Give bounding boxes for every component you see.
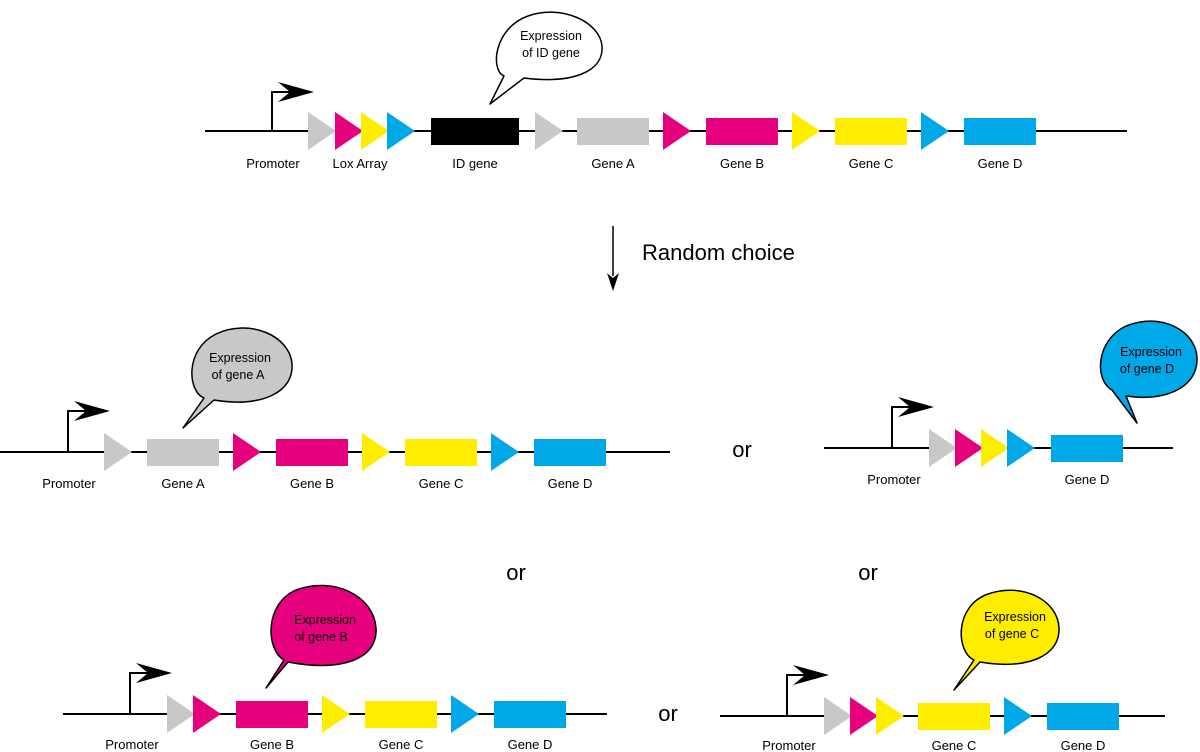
promoter-arrow [786,665,829,716]
gene-b-box [276,439,348,466]
lox-array-label: Lox Array [333,156,388,171]
id-gene-label: ID gene [452,156,498,171]
bubble-line-1: Expression [209,351,271,365]
promoter-arrow [67,401,110,452]
gene-d-label: Gene D [548,476,593,491]
gene-a-label: Gene A [161,476,205,491]
lox-site-magenta [335,112,363,150]
lox-site-cyan [1004,697,1032,735]
bubble-line-1: Expression [984,610,1046,624]
bubble-line-2: of ID gene [522,46,580,60]
promoter-label: Promoter [246,156,300,171]
gene-b-box [236,701,308,728]
lox-site-magenta [850,697,878,735]
lox-site-grey [308,112,336,150]
gene-d-box [494,701,566,728]
lox-site-magenta [193,695,221,733]
random-choice-arrow [607,226,619,291]
speech-bubble-gene-c: Expression of gene C [953,589,1060,691]
lox-site-cyan [1007,429,1035,467]
lox-site-magenta [663,112,691,150]
gene-b-label: Gene B [720,156,764,171]
lox-site-yellow [322,695,350,733]
promoter-label: Promoter [105,737,159,752]
gene-c-label: Gene C [379,737,424,752]
lox-site-magenta [955,429,983,467]
lox-site-yellow [981,429,1009,467]
lox-site-grey [824,697,852,735]
lox-site-cyan [387,112,415,150]
or-label: or [732,437,752,462]
gene-d-label: Gene D [1065,472,1110,487]
bubble-line-2: of gene C [985,627,1039,641]
speech-bubble-gene-a: Expression of gene A [182,327,293,429]
gene-d-label: Gene D [508,737,553,752]
bubble-line-2: of gene D [1120,362,1174,376]
speech-bubble-gene-d: Expression of gene D [1099,320,1198,424]
gene-c-box [835,118,907,145]
gene-d-box [1047,703,1119,730]
construct-gene-b: Promoter Gene B Gene C Gene D Expression… [63,584,607,752]
id-gene-box [431,118,519,145]
gene-b-box [706,118,778,145]
construct-gene-c: Promoter Gene C Gene D Expression of gen… [720,589,1165,752]
gene-c-label: Gene C [419,476,464,491]
or-label: or [506,560,526,585]
gene-b-label: Gene B [250,737,294,752]
promoter-label: Promoter [762,738,816,752]
lox-site-magenta [233,433,261,471]
lox-site-yellow [792,112,820,150]
speech-bubble-gene-b: Expression of gene B [265,584,377,689]
gene-c-label: Gene C [932,738,977,752]
lox-site-grey [104,433,132,471]
gene-c-label: Gene C [849,156,894,171]
lox-site-cyan [491,433,519,471]
promoter-arrow [129,663,172,714]
bubble-line-2: of gene B [294,630,348,644]
lox-site-yellow [361,112,389,150]
lox-site-grey [167,695,195,733]
gene-d-box [1051,435,1123,462]
gene-c-box [365,701,437,728]
gene-d-box [964,118,1036,145]
gene-d-label: Gene D [978,156,1023,171]
gene-a-box [147,439,219,466]
promoter-arrow [271,82,314,131]
lox-site-yellow [362,433,390,471]
construct-gene-d: Promoter Gene D Expression of gene D [824,320,1198,487]
construct-top: Promoter Lox Array ID gene Gene A Gene B… [205,11,1127,171]
lox-site-yellow [876,697,904,735]
bubble-line-2: of gene A [212,368,265,382]
or-label: or [858,560,878,585]
lox-site-grey [535,112,563,150]
promoter-arrow [891,397,934,448]
promoter-label: Promoter [867,472,921,487]
or-label: or [658,701,678,726]
bubble-line-1: Expression [1120,345,1182,359]
gene-c-box [918,703,990,730]
gene-d-label: Gene D [1061,738,1106,752]
gene-c-box [405,439,477,466]
bubble-line-1: Expression [520,29,582,43]
lox-site-cyan [921,112,949,150]
gene-a-box [577,118,649,145]
gene-a-label: Gene A [591,156,635,171]
bubble-line-1: Expression [294,613,356,627]
gene-b-label: Gene B [290,476,334,491]
promoter-label: Promoter [42,476,96,491]
gene-d-box [534,439,606,466]
lox-site-cyan [451,695,479,733]
lox-site-grey [929,429,957,467]
construct-gene-a: Promoter Gene A Gene B Gene C Gene D Exp… [0,327,670,491]
speech-bubble-id-gene: Expression of ID gene [489,11,603,105]
random-choice-label: Random choice [642,240,795,265]
